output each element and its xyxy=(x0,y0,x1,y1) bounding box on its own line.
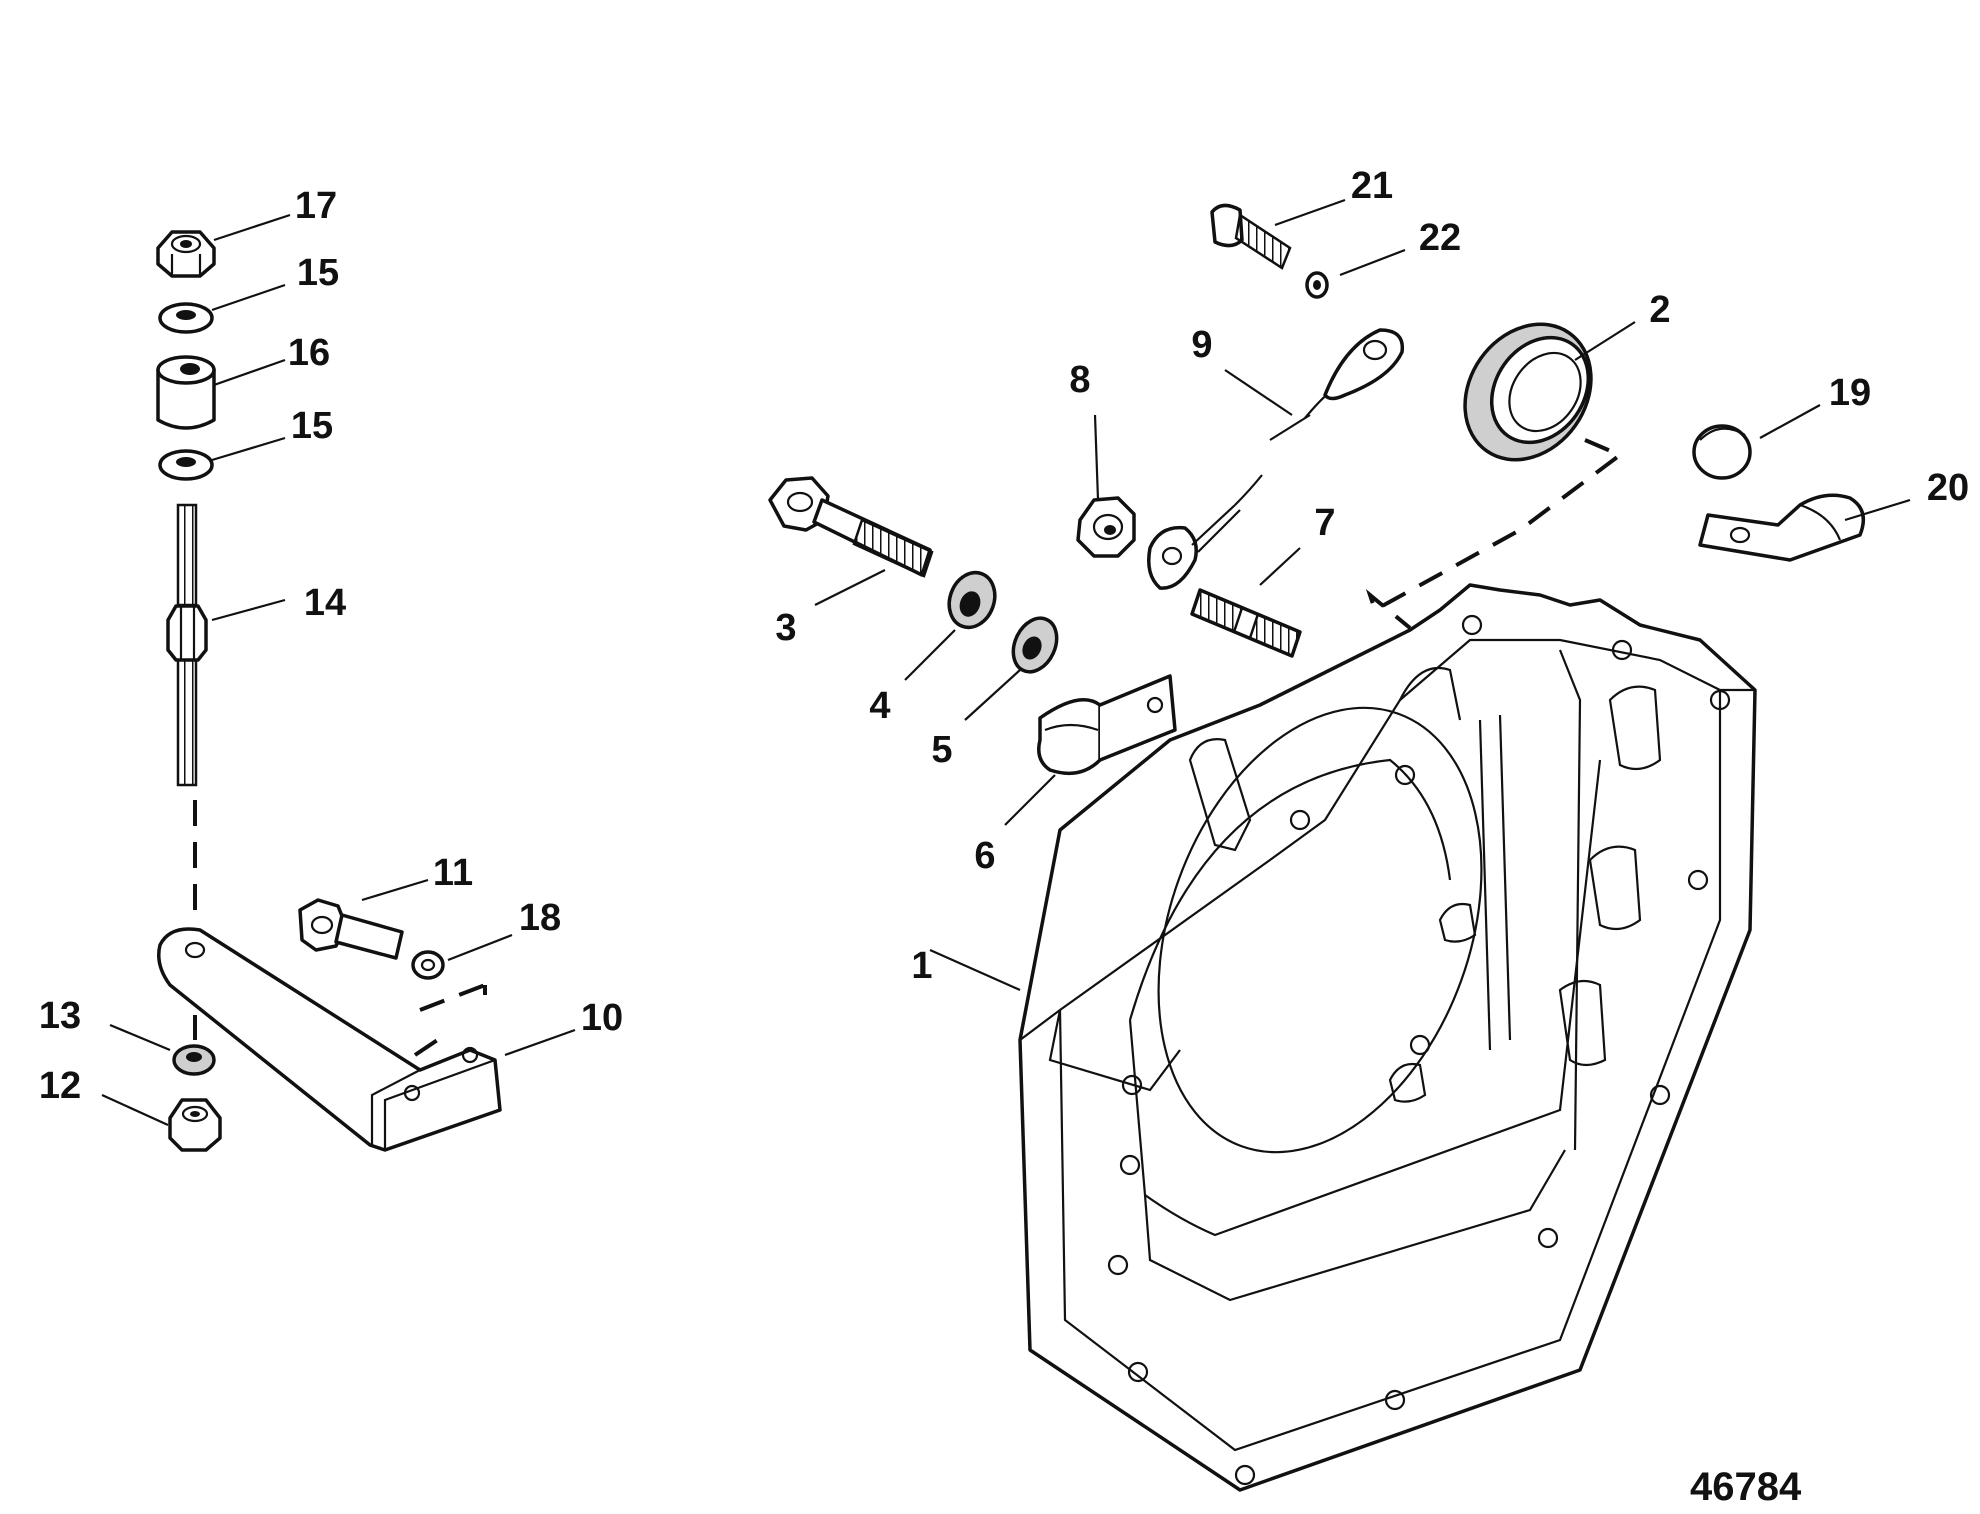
callout-3: 3 xyxy=(775,607,796,649)
part-15-washer-upper xyxy=(158,302,214,334)
part-15-washer-lower xyxy=(158,449,214,481)
part-1-flywheel-housing xyxy=(1018,583,1757,1492)
callout-12: 12 xyxy=(39,1065,81,1107)
callout-10: 10 xyxy=(581,997,623,1039)
assembly-path-bolt-11 xyxy=(419,983,486,1012)
callout-15b: 15 xyxy=(291,405,333,447)
callout-22: 22 xyxy=(1419,217,1461,259)
leader-lines xyxy=(101,198,1911,1127)
part-7-stud xyxy=(1190,588,1302,658)
part-13-washer xyxy=(172,1044,216,1076)
part-19-plug xyxy=(1692,424,1752,480)
callout-labels: 1 2 3 4 5 6 7 8 9 10 11 12 13 14 15 15 1… xyxy=(39,165,1969,1107)
callout-15a: 15 xyxy=(297,252,339,294)
callout-14: 14 xyxy=(304,582,346,624)
part-9-ground-strap xyxy=(1147,328,1405,590)
part-3-bolt xyxy=(768,476,934,578)
part-12-hex-nut xyxy=(168,1098,222,1152)
callout-4: 4 xyxy=(869,685,890,727)
assembly-path-seal xyxy=(1365,438,1624,630)
part-18-lock-washer xyxy=(411,950,445,980)
housing-bolt-holes xyxy=(1107,614,1731,1486)
callout-20: 20 xyxy=(1927,467,1969,509)
part-6-clamp xyxy=(1037,674,1177,776)
callout-2: 2 xyxy=(1649,289,1670,331)
callout-16: 16 xyxy=(288,332,330,374)
callout-9: 9 xyxy=(1191,324,1212,366)
part-14-threaded-stud xyxy=(166,503,208,787)
part-11-bolt xyxy=(298,898,404,960)
assembly-path-bolt-11-c xyxy=(413,1033,447,1057)
callout-17: 17 xyxy=(295,185,337,227)
part-21-screw xyxy=(1210,203,1292,270)
part-20-clip xyxy=(1698,493,1866,562)
callout-19: 19 xyxy=(1829,372,1871,414)
part-4-washer xyxy=(947,570,997,630)
part-17-hex-nut xyxy=(156,230,216,278)
callout-11: 11 xyxy=(433,852,473,894)
callout-7: 7 xyxy=(1314,502,1335,544)
part-16-spacer xyxy=(156,355,216,430)
callout-18: 18 xyxy=(519,897,561,939)
callout-5: 5 xyxy=(931,729,952,771)
callout-6: 6 xyxy=(974,835,995,877)
callout-8: 8 xyxy=(1069,359,1090,401)
callout-13: 13 xyxy=(39,995,81,1037)
figure-number: 46784 xyxy=(1690,1465,1802,1509)
part-10-bracket xyxy=(157,927,502,1152)
part-5-washer xyxy=(1011,616,1059,674)
part-22-lock-washer xyxy=(1305,271,1329,299)
callout-21: 21 xyxy=(1351,165,1393,207)
part-2-seal xyxy=(1463,322,1593,462)
part-8-hex-nut xyxy=(1076,496,1136,558)
callout-1: 1 xyxy=(911,945,932,987)
